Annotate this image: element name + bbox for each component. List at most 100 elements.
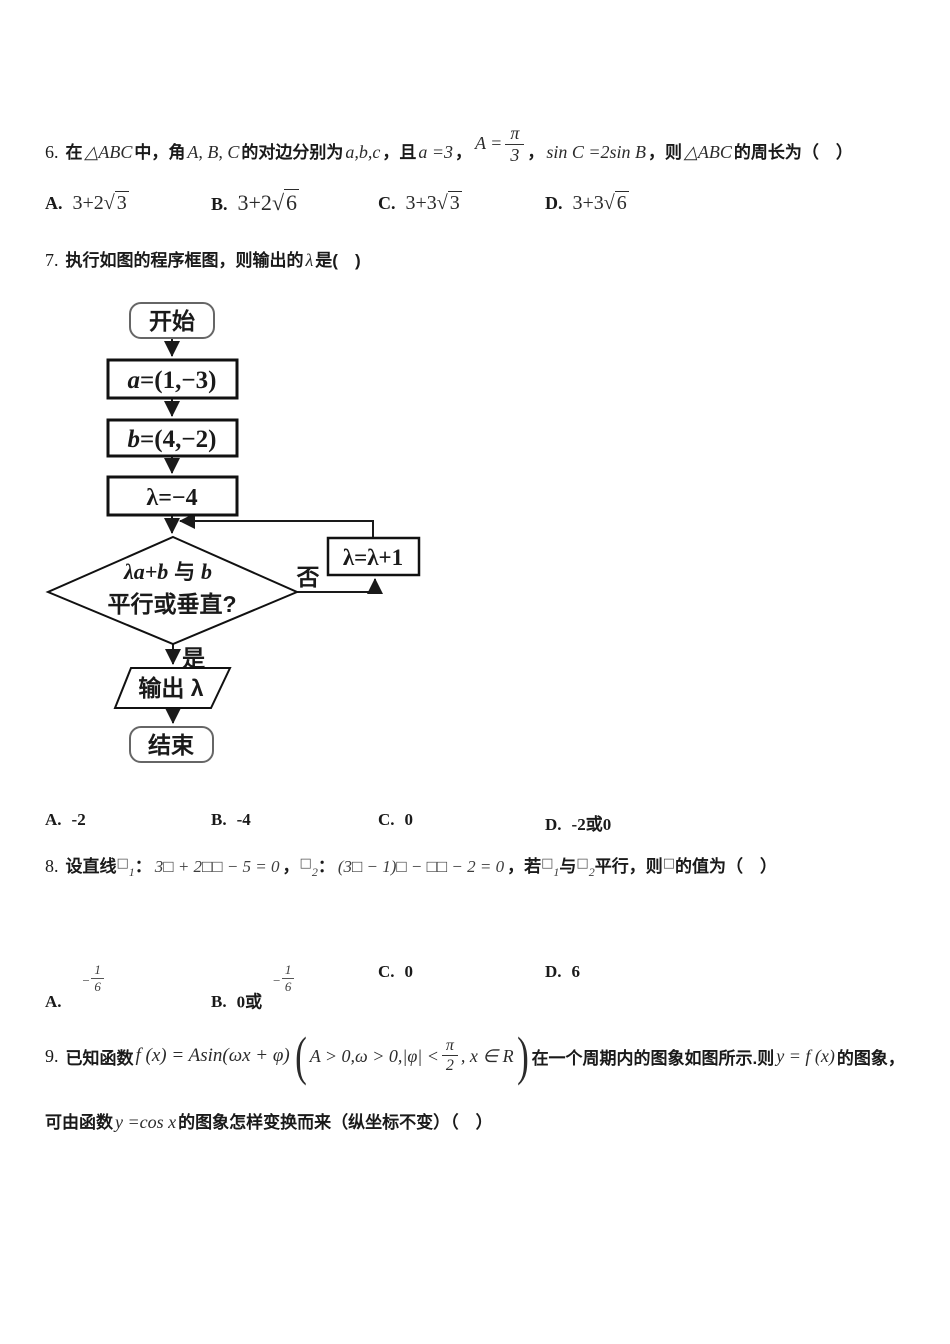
option-value: 3+2√3 [73,191,129,214]
decision-vector-b: b [201,559,212,584]
option-label: C. [378,193,396,213]
fraction-denominator: 3 [510,144,520,165]
option-value: -2 [71,810,86,829]
flow-assign-a-node [106,358,239,400]
option-label: B. [211,194,228,214]
option-label: A. [45,992,62,1012]
q9-y-equals-fx: y = f (x) [776,1045,835,1066]
vector-a-symbol: a [128,367,141,394]
right-paren: ) [516,1025,529,1086]
q8-text-4: 平行，则 [594,857,663,876]
option-value: -2或0 [571,815,612,834]
q6-text-8: 的周长为（ ） [733,142,853,162]
option-value: 0 [404,810,414,829]
condition-after-fraction: , x ∈ R [460,1045,514,1066]
q8-text-1: 设直线 [65,857,117,876]
value-before-sqrt: 3+3 [405,192,437,214]
q8-text-5: 的值为（ ） [675,857,777,876]
option-value: 6 [571,962,581,981]
q6-text-7: ，则 [648,142,683,162]
q9-function-definition: f (x) = Asin(ωx + φ) [135,1045,290,1066]
vector-b-symbol: b [128,426,141,453]
option-value: 0 [404,962,414,981]
line2-ref-subscript: 2 [588,865,595,879]
flow-output-label: 输出 λ [138,675,203,701]
option-label: C. [378,810,395,829]
option-label: C. [378,962,395,981]
q6-text-6: ， [527,142,545,162]
sqrt-icon: √ [103,192,115,214]
q7-option-b: B.-4 [211,810,251,830]
flow-end-label: 结束 [148,732,195,758]
value-before-sqrt: 3+2 [72,192,104,214]
flow-increment-label: λ=λ+1 [343,545,403,570]
flow-assign-lambda-label: λ=−4 [146,485,197,511]
question-6-number: 6. [45,141,59,162]
q9-text-2: 在一个周期内的图象如图所示.则 [531,1048,775,1068]
vector-b-value: =(4,−2) [140,426,216,453]
condition-before-fraction: A > 0,ω > 0,|φ| < [309,1045,439,1066]
q6-option-c: C.3+3√3 [378,191,462,215]
line1-ref-subscript: 1 [553,865,560,879]
q6-text-3: 的对边分别为 [241,142,344,162]
flow-assign-b-node [106,418,239,458]
option-value: 3+3√6 [573,191,629,214]
fraction-numerator: π [441,1036,458,1057]
option-label: A. [45,193,63,213]
sqrt-icon: √ [436,192,448,214]
flow-start-label: 开始 [149,308,195,334]
option-label: D. [545,962,562,981]
vector-a-value: =(1,−3) [140,367,216,394]
q9-cosine-function: y =cos x [115,1112,177,1132]
q8-unknown-missing-glyph: □ [662,856,675,871]
q6-option-d: D.3+3√6 [545,191,629,215]
flow-yes-label: 是 [182,645,205,671]
option-label: B. [211,810,227,829]
flow-assign-b-label: b=(4,−2) [128,426,217,453]
radicand: 6 [614,191,629,214]
q8-equation-1: 3□ + 2□□ − 5 = 0 [154,857,280,876]
question-8-number: 8. [45,856,59,876]
decision-conjunction: 与 [168,561,201,584]
decision-expression: λa+b [123,559,168,584]
q6-option-b: B.3+2√6 [211,189,300,216]
q9-text-4: 可由函数 [45,1113,113,1132]
q6-option-a: A. 3+2√3 [45,191,129,215]
q8-colon-2: ： [317,857,335,876]
q8-text-3: 与 [559,857,577,876]
flow-no-label: 否 [296,564,320,590]
flow-output-node [113,667,232,709]
fraction-numerator: 1 [91,962,104,980]
flow-assign-lambda-node [106,475,239,517]
q6-text-1: 在 [65,142,83,162]
question-9-stem: 9. 已知函数 f (x) = Asin(ωx + φ) ( A > 0,ω >… [45,1026,905,1086]
option-label: A. [45,810,62,829]
flow-increment-node [326,536,421,577]
q6-triangle-abc-1: △ABC [84,141,133,162]
q7-option-d: D.-2或0 [545,810,611,835]
fraction-denominator: 2 [445,1057,454,1075]
left-paren: ( [294,1025,307,1086]
q9-text-1: 已知函数 [65,1048,134,1068]
line2-missing-glyph: □ [299,856,312,871]
flow-assign-a-label: a=(1,−3) [128,367,217,394]
q8-option-d: D. 6 [545,962,580,982]
q6-sides: a,b,c [345,141,381,162]
question-8-stem: 8.设直线□1：3□ + 2□□ − 5 = 0，□2：(3□ − 1)□ − … [45,852,777,880]
q7-text-2: 是( ) [315,251,361,270]
flow-end-node [129,726,214,763]
flow-loop-return-line [179,513,374,538]
question-7-number: 7. [45,250,59,270]
radicand: 6 [284,189,300,215]
q6-a-equals-3: a =3 [418,141,453,162]
